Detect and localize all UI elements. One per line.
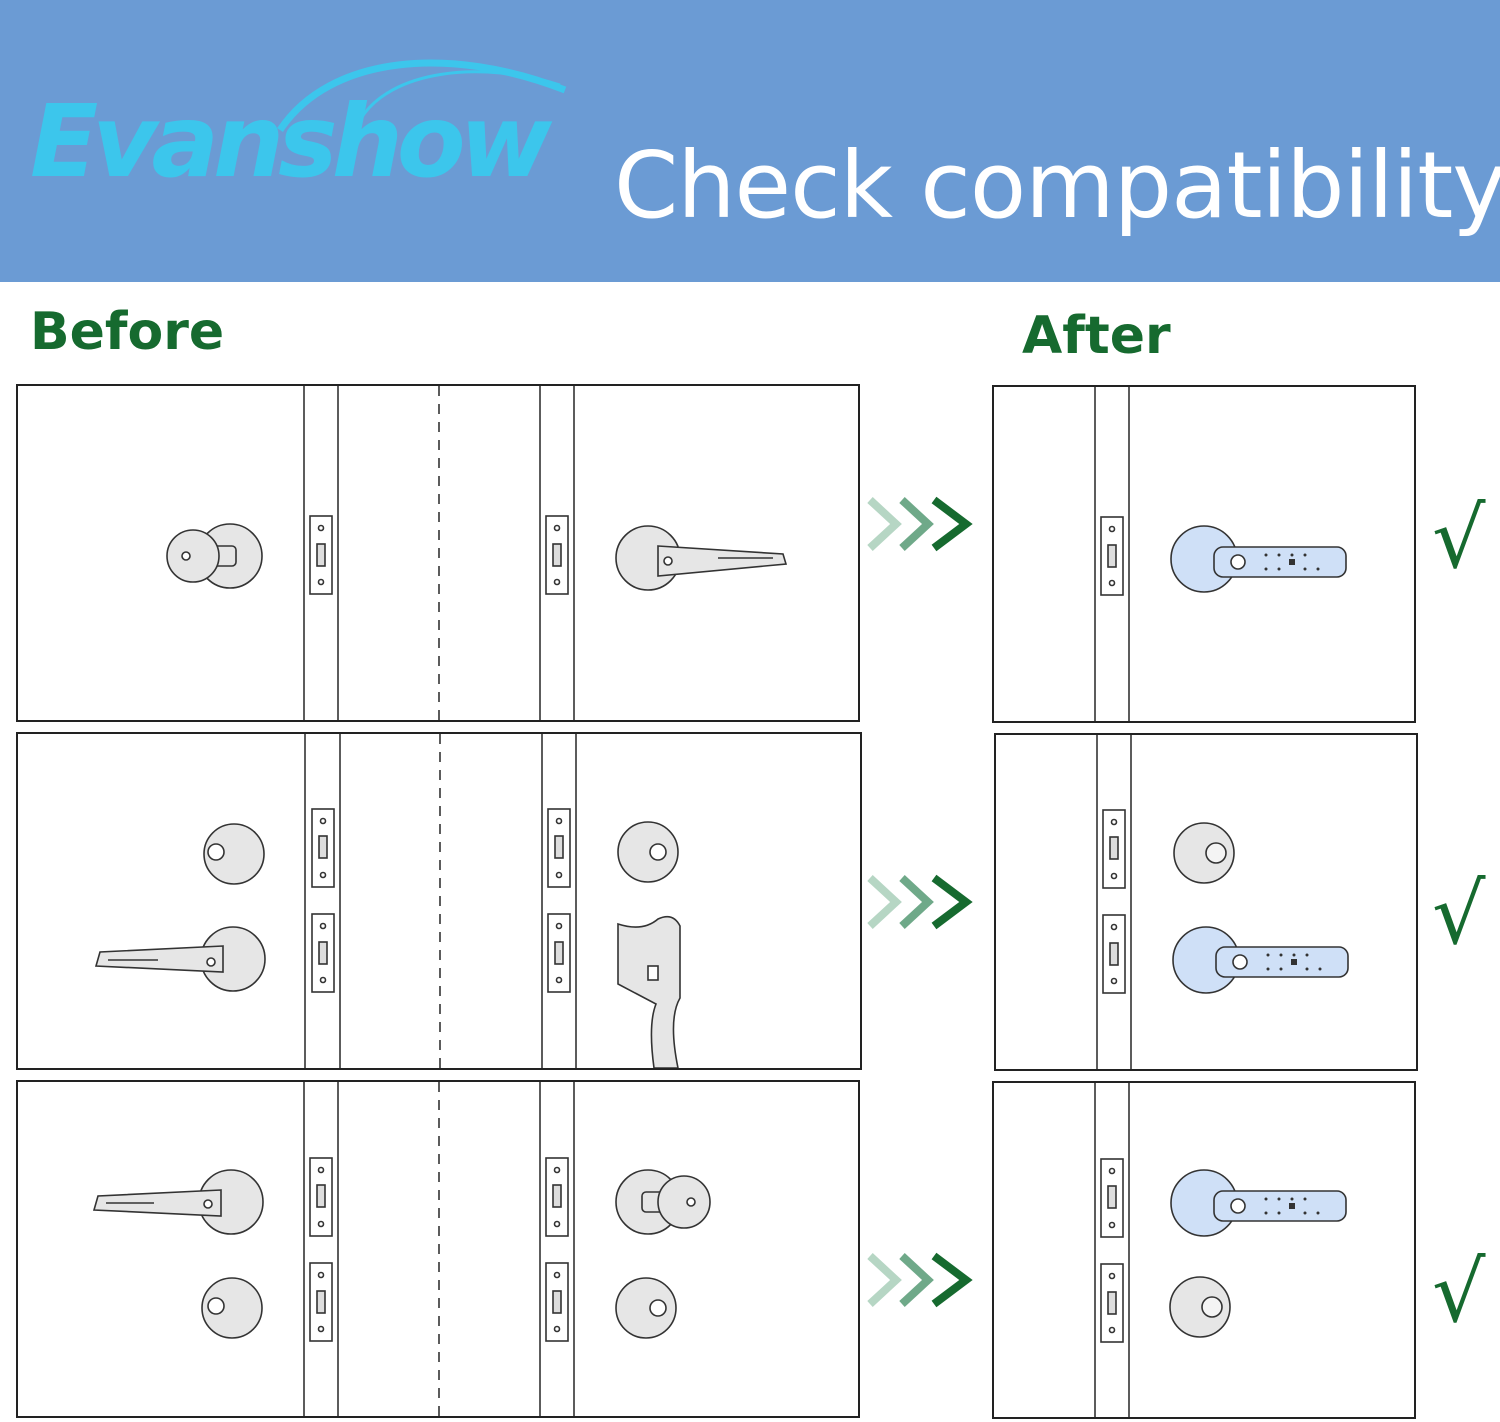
door-knob-icon (166, 523, 263, 589)
after-diagram-row-3 (1094, 1083, 1347, 1417)
compatible-check: √ (1432, 865, 1486, 963)
deadbolt-icon (203, 821, 679, 885)
smart-lever-icon (1170, 1169, 1347, 1237)
latch-plate-icon (311, 808, 571, 993)
compatible-check: √ (1432, 489, 1486, 587)
page-title: Check compatibility (614, 132, 1500, 239)
after-diagram-row-1 (1094, 387, 1347, 721)
triple-chevron-right-icon (867, 874, 973, 930)
deadbolt-icon (201, 1277, 677, 1339)
before-diagram-row-2 (94, 734, 681, 1068)
smart-lever-icon (1170, 525, 1347, 593)
before-panel-row-1 (16, 384, 860, 722)
arrow-row-1 (866, 494, 976, 554)
before-panel-row-3 (16, 1080, 860, 1418)
compatible-check: √ (1432, 1243, 1486, 1341)
smart-lever-icon (1172, 926, 1349, 994)
deadbolt-icon (1173, 822, 1235, 884)
brand-logo: Evanshow (30, 50, 590, 200)
header-banner: Evanshow Check compatibility (0, 0, 1500, 282)
logo-text: Evanshow (30, 83, 552, 200)
arrow-row-2 (866, 872, 976, 932)
latch-plate-icon (309, 1157, 569, 1342)
door-lever-icon (92, 1169, 264, 1235)
handleset-icon (617, 915, 681, 1068)
after-diagram-row-2 (1096, 735, 1349, 1069)
latch-plate-icon (1102, 809, 1126, 994)
logo-swoosh-icon (277, 59, 567, 132)
triple-chevron-right-icon (867, 1252, 973, 1308)
after-label: After (1022, 306, 1171, 366)
latch-plate-icon (309, 515, 569, 595)
before-label: Before (30, 302, 225, 362)
triple-chevron-right-icon (867, 496, 973, 552)
deadbolt-icon (1169, 1276, 1231, 1338)
door-lever-icon (94, 926, 266, 992)
arrow-row-3 (866, 1250, 976, 1310)
door-lever-icon (615, 525, 788, 591)
after-panel-row-2 (994, 733, 1418, 1071)
before-diagram-row-1 (166, 386, 788, 720)
door-knob-icon (615, 1169, 711, 1235)
latch-plate-icon (1100, 516, 1124, 596)
latch-plate-icon (1100, 1158, 1124, 1343)
after-panel-row-1 (992, 385, 1416, 723)
before-diagram-row-3 (92, 1082, 711, 1416)
before-panel-row-2 (16, 732, 862, 1070)
after-panel-row-3 (992, 1081, 1416, 1419)
